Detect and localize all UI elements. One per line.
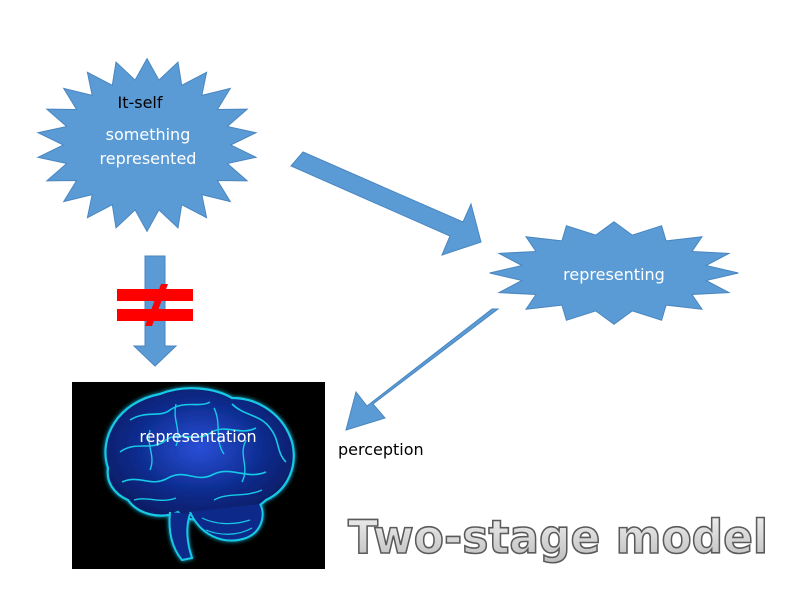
arrow-itself-to-representing	[290, 151, 482, 256]
brain-icon	[104, 387, 295, 562]
itself-label-line1: something	[106, 125, 191, 144]
representing-starburst-shape	[489, 221, 739, 325]
representation-node: representation	[72, 382, 325, 569]
not-equal-icon	[117, 284, 193, 326]
representing-node: representing	[489, 221, 739, 325]
representing-label: representing	[563, 265, 665, 284]
itself-label-line2: represented	[100, 149, 197, 168]
itself-starburst-shape	[36, 57, 258, 233]
representation-label: representation	[139, 427, 256, 446]
itself-label-top: It-self	[117, 93, 162, 112]
itself-node: It-self something represented	[36, 57, 258, 233]
perception-label: perception	[338, 440, 424, 459]
title-two-stage-model: Two-stage model	[348, 510, 768, 564]
arrow-representing-to-representation	[345, 308, 500, 431]
